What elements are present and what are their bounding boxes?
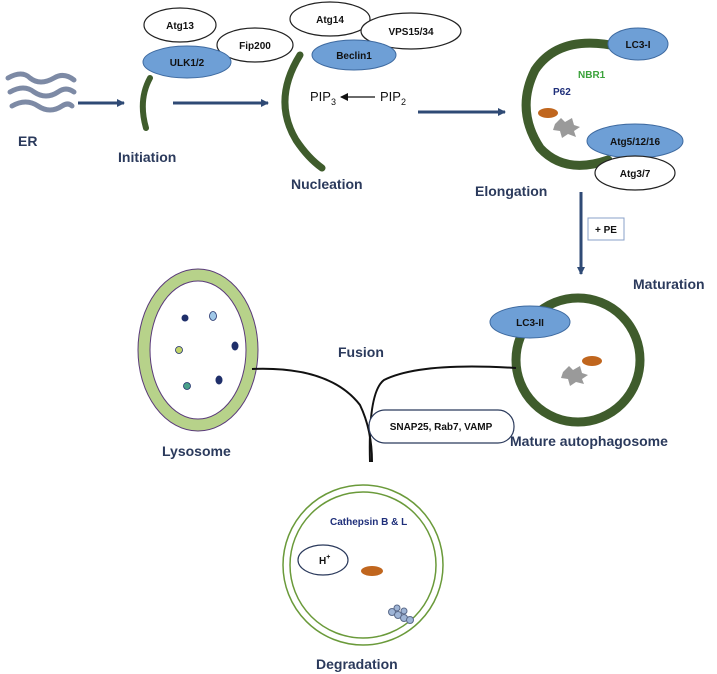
pe-box xyxy=(587,217,625,241)
cathepsin-label: Cathepsin B & L xyxy=(330,517,407,528)
degraded-fragments xyxy=(388,604,414,624)
enzyme-dot-2 xyxy=(209,311,217,321)
proton-label: H+ xyxy=(319,554,330,567)
stage-label-degradation: Degradation xyxy=(316,656,398,672)
enzyme-dot-4 xyxy=(231,341,239,351)
degradation-vesicle-inner xyxy=(289,491,437,639)
phagophore-initiation xyxy=(139,75,153,131)
ulk-pill xyxy=(142,45,232,79)
stage-label-nucleation: Nucleation xyxy=(291,176,363,192)
fusion-line-lysosome xyxy=(251,367,373,463)
cargo-mitochondrion-elongation xyxy=(538,108,558,118)
atg13-label: Atg13 xyxy=(166,21,194,32)
lysosome-outline-inner xyxy=(149,280,247,420)
lc3ii-label: LC3-II xyxy=(516,318,544,329)
cargo-aggregate-elongation xyxy=(553,118,580,138)
vps-label: VPS15/34 xyxy=(388,27,433,38)
lc3i-label: LC3-I xyxy=(626,40,651,51)
atg14-pill xyxy=(289,1,371,37)
stage-label-lysosome: Lysosome xyxy=(162,443,231,459)
stage-label-initiation: Initiation xyxy=(118,149,176,165)
enzyme-dot-6 xyxy=(215,375,223,385)
atg37-label: Atg3/7 xyxy=(620,169,651,180)
enzyme-dot-5 xyxy=(183,382,191,390)
phagophore-nucleation xyxy=(281,51,326,172)
nbr1-label: NBR1 xyxy=(578,70,606,81)
pip2-label: PIP2 xyxy=(380,89,406,107)
fip200-label: Fip200 xyxy=(239,41,271,52)
beclin-pill xyxy=(311,39,397,71)
atg5-label: Atg5/12/16 xyxy=(610,137,660,148)
pe-label: + PE xyxy=(595,225,617,236)
lc3i-pill xyxy=(607,27,669,61)
p62-label: P62 xyxy=(553,87,571,98)
lysosome xyxy=(138,269,258,431)
cargo-mitochondrion-degradation xyxy=(361,566,383,576)
proton-oval xyxy=(297,544,349,576)
enzyme-dot-1 xyxy=(181,314,189,322)
fip200-pill xyxy=(216,27,294,63)
snare-label: SNAP25, Rab7, VAMP xyxy=(390,422,493,433)
stage-label-maturation: Maturation xyxy=(633,276,705,292)
lysosome-outline-outer xyxy=(137,268,259,432)
stage-label-elongation: Elongation xyxy=(475,183,547,199)
vps-pill xyxy=(360,12,462,50)
cargo-mitochondrion-mature xyxy=(582,356,602,366)
ulk-label: ULK1/2 xyxy=(170,58,205,69)
pip3-label: PIP3 xyxy=(310,89,336,107)
stage-label-fusion: Fusion xyxy=(338,344,384,360)
stage-label-mature-autophagosome: Mature autophagosome xyxy=(510,433,668,449)
beclin-label: Beclin1 xyxy=(336,51,372,62)
lc3ii-pill xyxy=(489,305,571,339)
atg37-pill xyxy=(594,155,676,191)
enzyme-dot-3 xyxy=(175,346,183,354)
snare-box xyxy=(368,409,515,444)
atg14-label: Atg14 xyxy=(316,15,344,26)
cargo-aggregate-mature xyxy=(561,366,588,386)
stage-label-er: ER xyxy=(18,133,37,149)
phagophore-elongation xyxy=(521,38,625,170)
atg13-pill xyxy=(143,7,217,43)
er-icon xyxy=(5,71,77,113)
